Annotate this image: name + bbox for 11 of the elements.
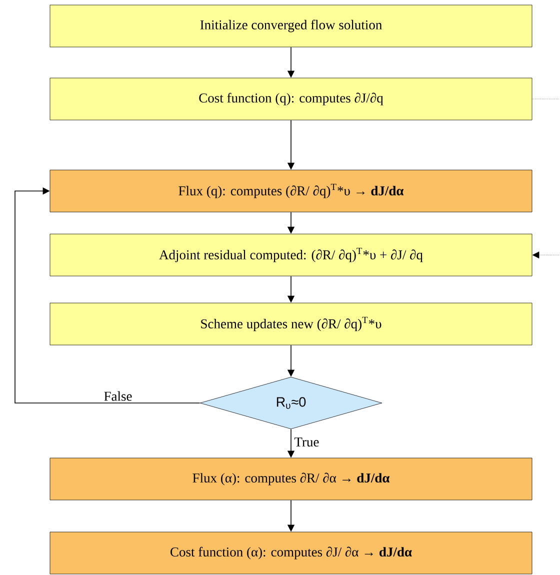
process-box: Scheme updates new (∂R/ ∂q)$^{T}$*υ	[50, 302, 532, 346]
process-box: Cost function (α): computes ∂J/ ∂α → dJ/dα	[50, 532, 532, 574]
edge-label: False	[104, 391, 132, 401]
process-box: Initialize converged flow solution	[50, 4, 532, 48]
process-box: Cost function (q): computes ∂J/∂q	[50, 78, 532, 120]
edge-label: True	[294, 438, 319, 447]
process-box: Adjoint residual computed: (∂R/ ∂q)$^{T}$*υ + ∂J/ ∂q	[50, 234, 532, 276]
process-box: Flux (q): computes (∂R/ ∂q)$^{T}$*υ → dJ/dα	[50, 170, 532, 212]
process-box: Flux (α): computes ∂R/ ∂α → dJ/dα	[50, 458, 532, 500]
arrow	[532, 252, 560, 258]
arrow	[14, 187, 200, 404]
